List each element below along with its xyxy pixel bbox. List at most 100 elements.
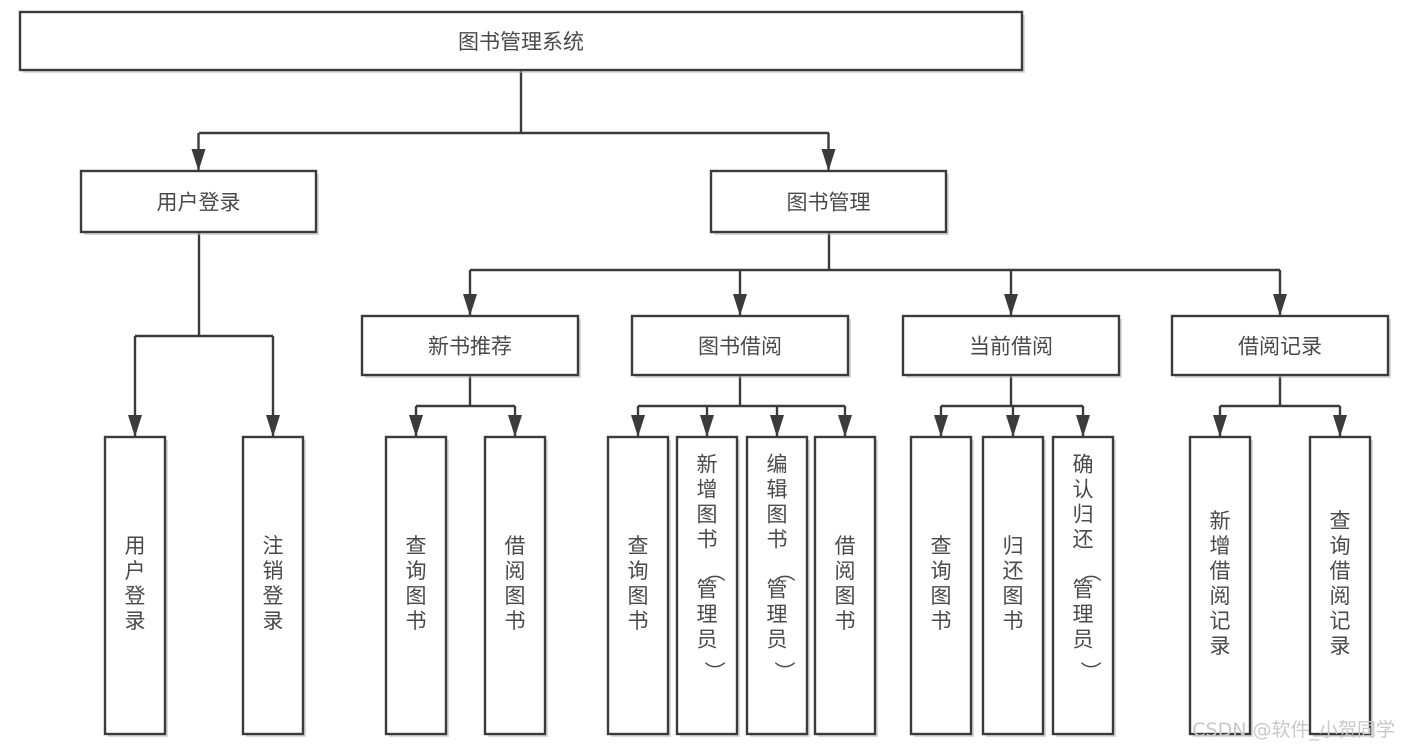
node-label-char: 图: [628, 584, 649, 608]
node-label-char: 登: [263, 584, 284, 608]
node-label-char: 登: [125, 584, 146, 608]
node-label-char: 用: [125, 534, 146, 558]
node-box[interactable]: [79, 169, 318, 234]
node-box[interactable]: [1051, 435, 1115, 736]
node-label-char: 确: [1073, 453, 1094, 477]
node-label: 用户登录: [157, 191, 241, 215]
node-label-char: 书: [505, 609, 526, 633]
node-box[interactable]: [981, 435, 1045, 736]
arrow-head-icon: [733, 294, 747, 316]
node-label-char: 员: [767, 628, 788, 652]
node-label-char: 员: [1073, 628, 1094, 652]
arrow-head-icon: [409, 415, 423, 437]
node-label-char: 图: [406, 584, 427, 608]
arrow-head-icon: [1333, 415, 1347, 437]
node-label-char: 阅: [835, 559, 856, 583]
node-box[interactable]: [241, 435, 305, 736]
node-box[interactable]: [675, 435, 739, 736]
node-label: 图书借阅: [698, 335, 782, 359]
node-box[interactable]: [360, 314, 580, 377]
node-label: 图书管理系统: [458, 30, 584, 54]
node-label: 当前借阅: [969, 335, 1053, 359]
node-label-char: 阅: [1330, 584, 1351, 608]
node-label-char: 书: [835, 609, 856, 633]
arrow-head-icon: [1004, 294, 1018, 316]
node-box[interactable]: [901, 314, 1121, 377]
node-label-char: 询: [1330, 534, 1351, 558]
node-label-char: 录: [125, 609, 146, 633]
node-label-char: 新: [697, 453, 718, 477]
node-box[interactable]: [909, 435, 973, 736]
node-book-borrow[interactable]: 图书借阅: [630, 314, 851, 378]
node-box[interactable]: [630, 314, 850, 377]
node-box[interactable]: [1188, 435, 1252, 736]
node-current-borrow[interactable]: 当前借阅: [901, 314, 1122, 378]
node-label-char: 增: [1210, 534, 1231, 558]
arrow-head-icon: [463, 294, 477, 316]
node-box[interactable]: [384, 435, 448, 736]
node-label-char: 图: [931, 584, 952, 608]
arrow-head-icon: [934, 415, 948, 437]
node-box[interactable]: [709, 169, 948, 234]
node-label-char: 归: [1073, 503, 1094, 527]
node-label-char: 图: [697, 503, 718, 527]
node-label-char: 图: [767, 503, 788, 527]
node-box[interactable]: [813, 435, 877, 736]
node-label-char: 员: [697, 628, 718, 652]
node-user-login[interactable]: 用户登录: [79, 169, 319, 235]
node-label-char: 认: [1073, 478, 1094, 502]
node-box[interactable]: [745, 435, 809, 736]
arrow-head-icon: [508, 415, 522, 437]
node-root[interactable]: 图书管理系统: [18, 10, 1025, 73]
arrow-head-icon: [1076, 415, 1090, 437]
node-label-char: （: [772, 561, 796, 582]
node-label-char: 询: [931, 559, 952, 583]
node-label-char: 管: [1073, 578, 1094, 602]
node-borrow-record[interactable]: 借阅记录: [1170, 314, 1391, 378]
node-label-char: 书: [1003, 609, 1024, 633]
node-box[interactable]: [18, 10, 1024, 72]
node-new-book-recommend[interactable]: 新书推荐: [360, 314, 581, 378]
node-label-char: 书: [931, 609, 952, 633]
node-label-char: 图: [505, 584, 526, 608]
node-label-char: 借: [505, 534, 526, 558]
node-box[interactable]: [483, 435, 547, 736]
node-label-char: 销: [263, 559, 284, 583]
node-box[interactable]: [1170, 314, 1390, 377]
node-label-char: 理: [1073, 603, 1094, 627]
node-label-char: 理: [697, 603, 718, 627]
node-label: 借阅记录: [1238, 335, 1322, 359]
csdn-watermark: CSDN @软件_小贺同学: [1192, 719, 1395, 741]
node-label-char: 辑: [767, 478, 788, 502]
node-label-char: 管: [697, 578, 718, 602]
node-leaf-user-login[interactable]: 用户登录: [103, 435, 168, 737]
arrow-head-icon: [128, 415, 142, 437]
node-book-manage[interactable]: 图书管理: [709, 169, 949, 235]
node-label-char: 理: [767, 603, 788, 627]
node-box[interactable]: [103, 435, 167, 736]
node-label-char: 注: [263, 534, 284, 558]
node-label-char: 借: [835, 534, 856, 558]
arrow-head-icon: [1213, 415, 1227, 437]
node-label-char: 录: [1330, 634, 1351, 658]
node-box[interactable]: [1308, 435, 1372, 736]
node-label-char: 新: [1210, 509, 1231, 533]
node-box[interactable]: [606, 435, 670, 736]
node-label-char: 图: [835, 584, 856, 608]
node-label-char: 书: [697, 528, 718, 552]
node-label-char: 书: [767, 528, 788, 552]
node-label-char: 管: [767, 578, 788, 602]
node-label-char: 查: [628, 534, 649, 558]
